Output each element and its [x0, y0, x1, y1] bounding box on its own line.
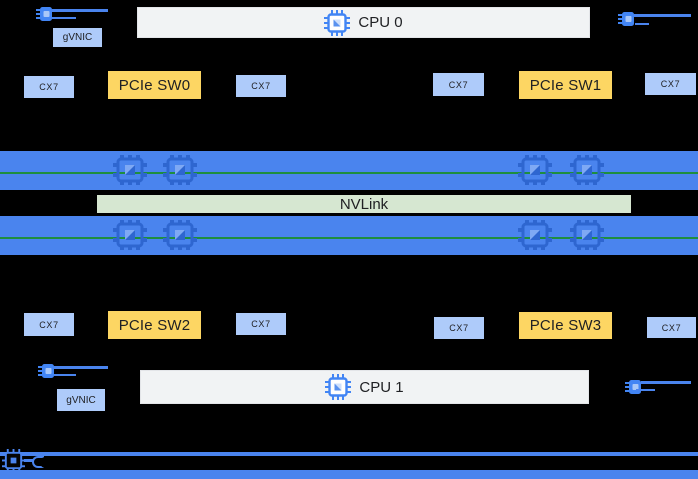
cx7-nic-box: CX7: [236, 75, 286, 97]
cpu-chip-icon: [324, 10, 350, 36]
gpu-chip-icon: [518, 220, 552, 250]
cx7-label: CX7: [449, 323, 469, 333]
network-link-line: [636, 389, 655, 391]
gpu-chip-icon: [163, 220, 197, 250]
network-link-line: [52, 9, 108, 12]
cx7-label: CX7: [39, 319, 59, 330]
cx7-label: CX7: [448, 79, 469, 90]
gpu-chip-icon: [570, 155, 604, 185]
bus-line-top: [0, 452, 698, 456]
cx7-nic-box: CX7: [236, 313, 286, 335]
gvnic-label: gVNIC: [62, 32, 93, 43]
network-link-line: [54, 366, 108, 369]
cx7-label: CX7: [660, 79, 681, 89]
gvnic-label: gVNIC: [66, 394, 96, 406]
cpu-chip-icon: [325, 374, 351, 400]
pcie-sw3-label: PCIe SW3: [529, 317, 602, 334]
cx7-label: CX7: [251, 319, 271, 329]
nic-port-icon: [38, 364, 54, 378]
network-link-line: [634, 14, 691, 17]
cpu0-box: CPU 0: [137, 7, 590, 38]
cpu1-label: CPU 1: [359, 378, 404, 396]
pcie-sw2-box: PCIe SW2: [108, 311, 201, 339]
cx7-nic-box: CX7: [434, 317, 484, 339]
cpu0-label: CPU 0: [358, 14, 403, 31]
gpu-chip-icon: [163, 155, 197, 185]
interconnect-line: [0, 237, 698, 239]
gvnic-box: gVNIC: [57, 389, 105, 411]
bus-connector-line: [24, 459, 33, 462]
bus-line-bottom: [0, 470, 698, 479]
cpu1-box: CPU 1: [140, 370, 589, 404]
cx7-label: CX7: [39, 82, 59, 92]
pcie-sw3-box: PCIe SW3: [519, 312, 612, 339]
network-link-line: [635, 23, 649, 25]
cx7-nic-box: CX7: [24, 313, 74, 336]
gvnic-box: gVNIC: [53, 28, 102, 47]
cx7-nic-box: CX7: [24, 76, 74, 98]
pcie-sw2-label: PCIe SW2: [118, 316, 191, 334]
pcie-sw0-label: PCIe SW0: [118, 76, 191, 94]
cx7-label: CX7: [661, 322, 682, 333]
cx7-nic-box: CX7: [433, 73, 484, 96]
network-link-line: [641, 381, 691, 384]
nvlink-bar: NVLink: [95, 193, 633, 215]
nvlink-label: NVLink: [339, 195, 389, 213]
network-link-line: [54, 374, 76, 376]
offload-chip-icon: [2, 449, 25, 472]
gpu-chip-icon: [518, 155, 552, 185]
interconnect-line: [0, 172, 698, 174]
cx7-nic-box: CX7: [647, 317, 696, 338]
gpu-chip-icon: [113, 220, 147, 250]
pcie-sw1-box: PCIe SW1: [519, 71, 612, 99]
gpu-chip-icon: [570, 220, 604, 250]
pcie-sw1-label: PCIe SW1: [529, 76, 602, 94]
gpu-chip-icon: [113, 155, 147, 185]
nic-port-icon: [618, 12, 634, 26]
network-link-line: [52, 17, 76, 19]
nic-port-icon: [625, 380, 641, 394]
offload-bus-bar: [40, 457, 690, 468]
cx7-nic-box: CX7: [645, 73, 696, 95]
pcie-sw0-box: PCIe SW0: [108, 71, 201, 99]
nic-port-icon: [36, 7, 52, 21]
cx7-label: CX7: [251, 81, 271, 91]
